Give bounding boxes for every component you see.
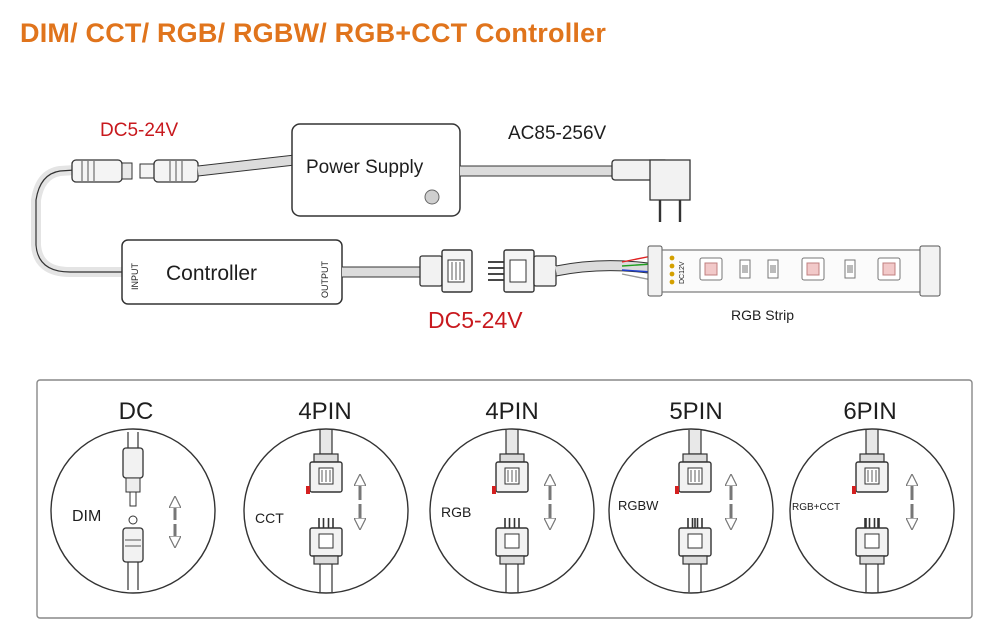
controller-output-label: OUTPUT: [320, 261, 330, 299]
connector-label-rgbw: RGBW: [618, 498, 659, 513]
strip-label: RGB Strip: [731, 307, 794, 323]
ac-voltage-label: AC85-256V: [508, 123, 607, 144]
ac-plug: [460, 159, 691, 222]
connector-circle-rgbw: [608, 428, 774, 594]
5pin-connector-rgbw: [675, 429, 712, 593]
resistor: [739, 259, 751, 279]
connector-header-dc: DC: [119, 398, 154, 425]
output-voltage-label: DC5-24V: [428, 307, 523, 333]
connector-label-dim: DIM: [72, 508, 101, 525]
controller-box: Controller INPUT OUTPUT: [121, 239, 343, 305]
led-chip: [877, 257, 901, 281]
connector-header-4pin-cct: 4PIN: [298, 398, 351, 425]
power-supply: Power Supply: [291, 123, 461, 217]
resistor: [844, 259, 856, 279]
input-voltage-label: DC5-24V: [100, 120, 178, 141]
6pin-connector-rgbcct: [852, 429, 889, 593]
connector-header-5pin: 5PIN: [669, 398, 722, 425]
connector-header-4pin-rgb: 4PIN: [485, 398, 538, 425]
connector-circle-cct: [243, 428, 409, 594]
connector-label-cct: CCT: [255, 510, 284, 526]
dc-connector: [122, 432, 144, 590]
dc-male-plug: [139, 154, 296, 183]
controller-input-label: INPUT: [130, 262, 140, 290]
4pin-connector-rgb: [492, 429, 529, 593]
connector-label-rgbcct: RGB+CCT: [792, 502, 840, 513]
connector-circle-dc: [50, 428, 216, 594]
connector-label-rgb: RGB: [441, 504, 471, 520]
resistor: [767, 259, 779, 279]
4pin-connector-cct: [306, 429, 343, 593]
led-strip: DC12V: [647, 245, 941, 297]
led-chip: [699, 257, 723, 281]
connector-circle-rgbcct: [789, 428, 955, 594]
output-cable: [342, 249, 653, 293]
strip-print: DC12V: [679, 261, 686, 284]
power-supply-label: Power Supply: [306, 157, 424, 178]
connector-circle-rgb: [429, 428, 595, 594]
controller-label: Controller: [166, 262, 257, 285]
led-chip: [801, 257, 825, 281]
connector-header-6pin: 6PIN: [843, 398, 896, 425]
page-title: DIM/ CCT/ RGB/ RGBW/ RGB+CCT Controller: [20, 18, 607, 48]
dc-female-jack: [31, 159, 133, 277]
